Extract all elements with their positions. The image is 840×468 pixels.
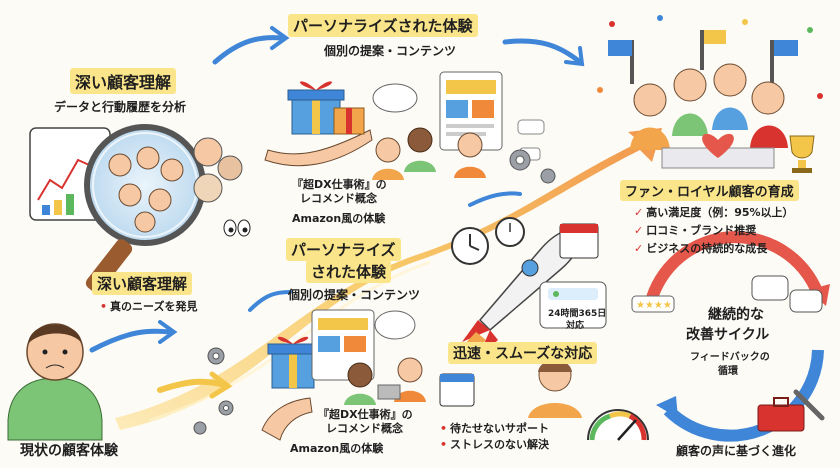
fast-bullet-1-text: 待たせないサポート [450,422,550,435]
deep-understanding-bullet: •真のニーズを発見 [100,300,198,313]
personalized-title-mid-line1: パーソナライズ [286,238,401,261]
gift-icon [264,81,373,167]
arrow-blue-3 [89,320,178,353]
trophy-icon [789,135,815,173]
personalized-subtitle-top: 個別の提案・コンテンツ [324,44,457,58]
fast-bullet-2: •ストレスのない解決 [440,438,550,451]
cycle-footer: 顧客の声に基づく進化 [676,444,797,458]
personalized-title-top: パーソナライズされた体験 [288,14,478,37]
speedometer-icon [587,409,649,441]
support-person [528,358,582,418]
personal-scene-top [372,71,545,180]
peeking-eyes [223,219,251,237]
arrow-blue-2 [502,38,585,67]
chat-badge-box [539,281,607,329]
deep-understanding-title-top: 深い顧客理解 [70,68,177,94]
deep-understanding-bullet-text: 真のニーズを発見 [110,300,198,313]
loyal-bullet-2-text: 口コミ・ブランド推奨 [646,224,757,237]
clock-icon [451,217,525,265]
star-rating-icon: ★★★★ [631,295,675,313]
toolbox-icon [757,389,825,432]
fast-bullet-1: •待たせないサポート [440,422,550,435]
svg-text:★★★★: ★★★★ [636,300,672,311]
caption-mid-line3: Amazon風の体験 [290,442,384,455]
fast-response-title: 迅速・スムーズな対応 [448,342,598,364]
support-badge-line1: 24時間365日 [548,309,607,319]
cycle-sub-line1: フィードバックの [690,352,770,363]
gear-icon [193,149,556,435]
caption-top-line2: レコメンド概念 [300,192,377,205]
chat-bubble-icon [751,275,823,313]
loyal-bullet-1-text: 高い満足度（例：95%以上） [646,206,794,219]
fans-celebration [608,30,798,169]
magnifier-icon [29,124,206,293]
support-badge-line2: 対応 [566,321,585,331]
caption-mid-line1: 『超DX仕事術』の [318,408,413,421]
arrow-blue-4 [248,290,292,312]
avatar-circles [193,137,243,203]
loyal-bullet-3: ✓ビジネスの持続的な成長 [634,242,768,255]
loyal-bullet-2: ✓口コミ・ブランド推奨 [634,224,757,237]
loyal-bullet-3-text: ビジネスの持続的な成長 [646,242,768,255]
caption-top-line1: 『超DX仕事術』の [292,178,387,191]
cycle-sub-line2: 循環 [718,366,738,377]
fast-bullet-2-text: ストレスのない解決 [450,438,550,451]
personal-scene-mid [311,309,426,405]
loyal-customer-title: ファン・ロイヤル顧客の育成 [620,180,799,201]
arrow-yellow-1 [157,371,233,399]
current-experience-label: 現状の顧客体験 [20,443,118,459]
caption-mid-line2: レコメンド概念 [326,422,403,435]
cycle-title-line2: 改善サイクル [686,327,770,343]
personalized-subtitle-mid: 個別の提案・コンテンツ [288,288,421,302]
worried-customer [7,323,103,441]
gift-icon-2 [261,336,319,441]
calendar-icon [439,223,599,407]
caption-top-line3: Amazon風の体験 [292,212,386,225]
arrow-blue-1 [212,26,290,65]
cycle-title-line1: 継続的な [708,307,764,323]
arrow-blue-5 [468,191,522,207]
deep-understanding-subtitle-top: データと行動履歴を分析 [54,100,187,114]
confetti [597,15,823,99]
journey-path [115,128,662,430]
deep-understanding-title-mid: 深い顧客理解 [92,272,193,295]
personalized-title-mid-line2: された体験 [306,260,392,283]
loyal-bullet-1: ✓高い満足度（例：95%以上） [634,206,794,219]
